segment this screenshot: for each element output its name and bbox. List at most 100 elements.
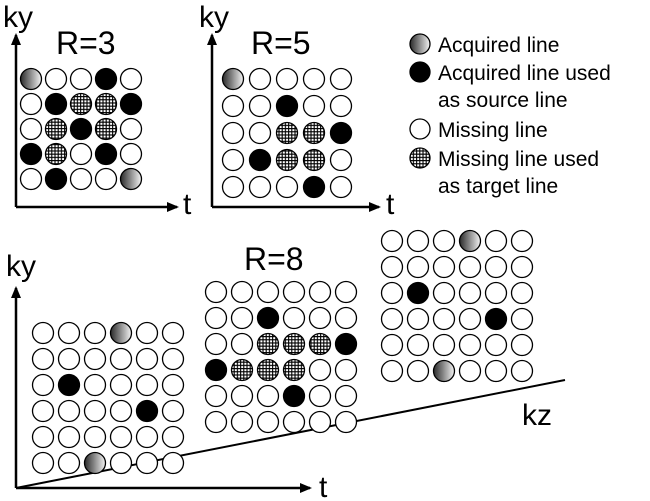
r3-target-line-r4c2 bbox=[44, 142, 68, 166]
r8-back-missing-line-r1c1 bbox=[380, 229, 404, 253]
r3-x-axis-label: t bbox=[183, 188, 192, 221]
r8-mid-missing-line-r1c6 bbox=[334, 280, 358, 304]
r8-middle-slice-grid bbox=[204, 280, 358, 434]
r8-back-missing-line-r5c6 bbox=[510, 333, 534, 357]
r8-back-missing-line-r2c2 bbox=[406, 255, 430, 279]
legend-source-label-line2: as source line bbox=[438, 89, 568, 112]
r5-missing-line-r5c5 bbox=[329, 175, 353, 199]
r5-missing-line-r2c4 bbox=[302, 94, 326, 118]
r8-mid-missing-line-r3c1 bbox=[204, 332, 228, 356]
r8-back-missing-line-r2c4 bbox=[458, 255, 482, 279]
r5-acquired-line-r1c1 bbox=[221, 67, 245, 91]
r8-mid-source-line-r5c4 bbox=[282, 384, 306, 408]
r5-missing-line-r2c1 bbox=[221, 94, 245, 118]
r8-mid-missing-line-r2c5 bbox=[308, 306, 332, 330]
r3-source-line-r1c4 bbox=[94, 67, 118, 91]
r5-missing-line-r1c4 bbox=[302, 67, 326, 91]
r5-missing-line-r3c2 bbox=[248, 121, 272, 145]
r3-source-line-r2c5 bbox=[119, 92, 143, 116]
r8-front-source-line-r4c5 bbox=[135, 399, 159, 423]
r8-x-axis-label: t bbox=[319, 471, 328, 501]
r5-source-line-r4c2 bbox=[248, 148, 272, 172]
r3-missing-line-r3c5 bbox=[119, 117, 143, 141]
r8-back-missing-line-r2c5 bbox=[484, 255, 508, 279]
r5-missing-line-r5c1 bbox=[221, 175, 245, 199]
r8-mid-missing-line-r1c3 bbox=[256, 280, 280, 304]
r8-mid-missing-line-r6c6 bbox=[334, 410, 358, 434]
r5-title: R=5 bbox=[251, 25, 311, 61]
r8-back-missing-line-r3c4 bbox=[458, 281, 482, 305]
r8-back-missing-line-r4c4 bbox=[458, 307, 482, 331]
r3-missing-line-r1c5 bbox=[119, 67, 143, 91]
legend-target-symbol bbox=[409, 147, 431, 169]
r8-back-missing-line-r6c4 bbox=[458, 359, 482, 383]
r8-front-missing-line-r3c6 bbox=[161, 373, 185, 397]
r8-back-missing-line-r6c6 bbox=[510, 359, 534, 383]
r8-front-missing-line-r3c3 bbox=[83, 373, 107, 397]
legend-item-acquired: Acquired line bbox=[409, 33, 559, 57]
r3-title: R=3 bbox=[56, 25, 116, 61]
r8-back-missing-line-r3c1 bbox=[380, 281, 404, 305]
r5-y-axis-label: ky bbox=[199, 1, 229, 34]
r3-line-grid bbox=[19, 67, 143, 191]
r3-missing-line-r4c3 bbox=[69, 142, 93, 166]
r8-back-missing-line-r6c5 bbox=[484, 359, 508, 383]
r8-front-missing-line-r2c2 bbox=[57, 347, 81, 371]
r8-back-missing-line-r6c2 bbox=[406, 359, 430, 383]
r8-front-missing-line-r2c5 bbox=[135, 347, 159, 371]
r8-front-missing-line-r2c6 bbox=[161, 347, 185, 371]
r3-acquired-line-r5c5 bbox=[119, 167, 143, 191]
r8-back-slice-grid bbox=[380, 229, 534, 383]
r8-front-missing-line-r1c5 bbox=[135, 321, 159, 345]
r8-front-missing-line-r5c3 bbox=[83, 425, 107, 449]
r3-source-line-r4c1 bbox=[19, 142, 43, 166]
r3-source-line-r4c4 bbox=[94, 142, 118, 166]
r8-mid-target-line-r3c4 bbox=[282, 332, 306, 356]
r8-back-missing-line-r5c1 bbox=[380, 333, 404, 357]
r8-back-acquired-line-r1c4 bbox=[458, 229, 482, 253]
r8-front-slice-grid bbox=[31, 321, 185, 475]
r8-back-missing-line-r2c1 bbox=[380, 255, 404, 279]
r8-mid-missing-line-r6c1 bbox=[204, 410, 228, 434]
legend: Acquired line Acquired line used as sour… bbox=[409, 33, 611, 198]
r5-missing-line-r1c3 bbox=[275, 67, 299, 91]
r3-missing-line-r2c1 bbox=[19, 92, 43, 116]
r3-missing-line-r5c1 bbox=[19, 167, 43, 191]
r5-target-line-r4c4 bbox=[302, 148, 326, 172]
r3-missing-line-r1c2 bbox=[44, 67, 68, 91]
r8-back-missing-line-r5c4 bbox=[458, 333, 482, 357]
r5-missing-line-r5c2 bbox=[248, 175, 272, 199]
r8-mid-missing-line-r1c4 bbox=[282, 280, 306, 304]
r3-missing-line-r5c3 bbox=[69, 167, 93, 191]
r8-mid-missing-line-r2c4 bbox=[282, 306, 306, 330]
r5-missing-line-r2c5 bbox=[329, 94, 353, 118]
legend-item-missing: Missing line bbox=[409, 118, 548, 142]
r8-mid-missing-line-r5c6 bbox=[334, 384, 358, 408]
r8-front-source-line-r3c2 bbox=[57, 373, 81, 397]
r8-front-missing-line-r4c6 bbox=[161, 399, 185, 423]
r8-front-missing-line-r5c5 bbox=[135, 425, 159, 449]
r8-front-missing-line-r5c2 bbox=[57, 425, 81, 449]
r8-front-missing-line-r1c1 bbox=[31, 321, 55, 345]
r3-target-line-r3c4 bbox=[94, 117, 118, 141]
panel-r3: ky t R=3 bbox=[3, 1, 192, 221]
r8-front-missing-line-r1c3 bbox=[83, 321, 107, 345]
r8-mid-missing-line-r1c1 bbox=[204, 280, 228, 304]
r8-back-source-line-r3c2 bbox=[406, 281, 430, 305]
r8-front-missing-line-r6c2 bbox=[57, 451, 81, 475]
legend-source-symbol bbox=[409, 61, 431, 83]
r8-front-missing-line-r2c1 bbox=[31, 347, 55, 371]
r8-front-missing-line-r6c5 bbox=[135, 451, 159, 475]
r8-front-acquired-line-r6c3 bbox=[83, 451, 107, 475]
r8-mid-missing-line-r2c2 bbox=[230, 306, 254, 330]
r5-missing-line-r1c2 bbox=[248, 67, 272, 91]
r8-front-missing-line-r1c6 bbox=[161, 321, 185, 345]
r3-missing-line-r3c1 bbox=[19, 117, 43, 141]
legend-target-label-line1: Missing line used bbox=[438, 148, 599, 171]
r8-back-missing-line-r5c2 bbox=[406, 333, 430, 357]
r8-back-missing-line-r6c1 bbox=[380, 359, 404, 383]
legend-acquired-symbol bbox=[409, 33, 431, 55]
r8-back-missing-line-r5c3 bbox=[432, 333, 456, 357]
r8-front-missing-line-r2c4 bbox=[109, 347, 133, 371]
